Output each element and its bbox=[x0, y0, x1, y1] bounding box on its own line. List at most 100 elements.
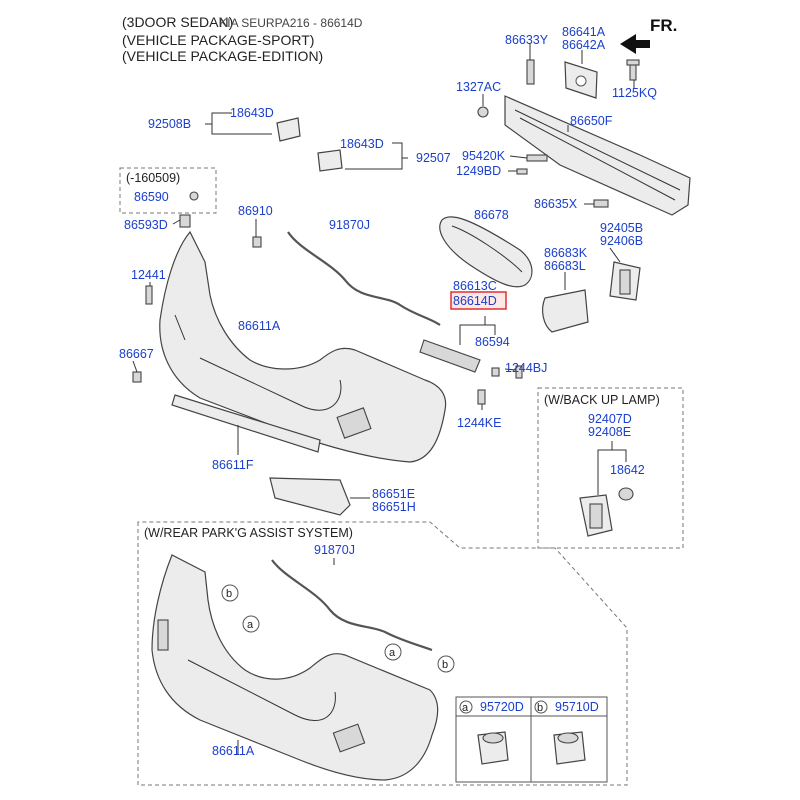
bolt-1249BD bbox=[516, 168, 528, 175]
part-number-18642: 18642 bbox=[610, 463, 645, 477]
marker-b-1: b bbox=[221, 584, 239, 602]
part-number-95710D: 95710D bbox=[555, 700, 599, 714]
bracket-86614D bbox=[419, 339, 481, 373]
part-number-86683K: 86683K bbox=[544, 246, 588, 260]
clip-86910 bbox=[252, 236, 262, 248]
svg-text:b: b bbox=[226, 588, 232, 600]
backup-lamp-box bbox=[537, 387, 684, 549]
bracket-92507 bbox=[317, 149, 343, 172]
bracket-86651E bbox=[269, 477, 351, 516]
part-number-86611A-a: 86611A bbox=[238, 319, 281, 333]
bolt-1244KE bbox=[477, 389, 486, 405]
part-number-92507: 92507 bbox=[416, 151, 451, 165]
wiring-harness-91870J bbox=[287, 231, 441, 326]
part-number-86635X: 86635X bbox=[534, 197, 578, 211]
bumper-absorber bbox=[504, 95, 691, 216]
part-number-86633Y: 86633Y bbox=[505, 33, 549, 47]
header-ref: KIA SEURPA216 - 86614D bbox=[219, 16, 363, 30]
part-number-86611F: 86611F bbox=[212, 458, 254, 472]
marker-b-2: b bbox=[437, 655, 455, 673]
bumper-cover-86611A bbox=[159, 230, 447, 463]
bolt-86590 bbox=[189, 191, 199, 201]
part-number-86651E: 86651E bbox=[372, 487, 415, 501]
reflector-86683K bbox=[542, 289, 589, 333]
svg-text:a: a bbox=[247, 619, 254, 631]
part-number-86910: 86910 bbox=[238, 204, 273, 218]
part-number-86594: 86594 bbox=[475, 335, 510, 349]
part-number-18643D-a: 18643D bbox=[230, 106, 274, 120]
bolt-86593D bbox=[179, 214, 191, 228]
part-number-86614D: 86614D bbox=[453, 294, 497, 308]
part-number-18643D-b: 18643D bbox=[340, 137, 384, 151]
part-number-92405B: 92405B bbox=[600, 221, 643, 235]
bolt-1125KQ bbox=[626, 59, 640, 81]
svg-text:b: b bbox=[537, 702, 543, 714]
header-line-3: (VEHICLE PACKAGE-EDITION) bbox=[122, 48, 324, 64]
screw-95420K bbox=[526, 154, 548, 162]
part-number-91870J-a: 91870J bbox=[329, 218, 370, 232]
leader-lines bbox=[132, 44, 635, 499]
park-assist-box bbox=[137, 521, 628, 786]
part-number-86593D: 86593D bbox=[124, 218, 168, 232]
part-number-92407D: 92407D bbox=[588, 412, 632, 426]
part-number-86667: 86667 bbox=[119, 347, 154, 361]
nut-1327AC bbox=[477, 106, 489, 118]
part-number-95720D: 95720D bbox=[480, 700, 524, 714]
part-number-86613C: 86613C bbox=[453, 279, 497, 293]
highlight-86614D bbox=[450, 291, 507, 310]
part-number-1249BD: 1249BD bbox=[456, 164, 501, 178]
front-label: FR. bbox=[650, 16, 677, 35]
svg-text:a: a bbox=[462, 702, 469, 714]
clip-86633Y bbox=[526, 59, 535, 85]
backup-lamp-leader bbox=[597, 441, 627, 495]
part-number-86683L: 86683L bbox=[544, 259, 586, 273]
svg-text:a: a bbox=[389, 647, 396, 659]
part-number-92508B: 92508B bbox=[148, 117, 191, 131]
bolt-12441 bbox=[145, 285, 153, 305]
backup-lamp-title: (W/BACK UP LAMP) bbox=[544, 393, 660, 407]
part-number-1327AC: 1327AC bbox=[456, 80, 501, 94]
bolt-1244BJ bbox=[515, 365, 523, 379]
sensor-box-95720D: a bbox=[455, 696, 532, 783]
front-direction-indicator: FR. bbox=[620, 16, 677, 54]
part-number-92406B: 92406B bbox=[600, 234, 643, 248]
bracket-86641A bbox=[564, 61, 598, 99]
part-number-86611A-b: 86611A bbox=[212, 744, 255, 758]
part-number-86642A: 86642A bbox=[562, 38, 606, 52]
marker-a-1: a bbox=[242, 615, 260, 633]
bracket-92508B bbox=[276, 117, 301, 142]
park-assist-title: (W/REAR PARK'G ASSIST SYSTEM) bbox=[144, 526, 353, 540]
date-range-box bbox=[119, 167, 217, 214]
part-number-12441: 12441 bbox=[131, 268, 166, 282]
lamp-92407D bbox=[579, 494, 613, 537]
part-number-91870J-b: 91870J bbox=[314, 543, 355, 557]
date-range-label: (-160509) bbox=[126, 171, 180, 185]
header-line-2: (VEHICLE PACKAGE-SPORT) bbox=[122, 32, 315, 48]
part-number-86590: 86590 bbox=[134, 190, 169, 204]
header-variant: (3DOOR SEDAN) bbox=[122, 14, 234, 30]
part-number-95420K: 95420K bbox=[462, 149, 506, 163]
part-number-1244BJ: 1244BJ bbox=[505, 361, 547, 375]
marker-a-2: a bbox=[384, 643, 402, 661]
svg-text:b: b bbox=[442, 659, 448, 671]
part-number-92408E: 92408E bbox=[588, 425, 631, 439]
diffuser-86611F bbox=[171, 394, 321, 453]
bulb-18642 bbox=[618, 487, 634, 501]
header-line-1: (3DOOR SEDAN)KIA SEURPA216 - 86614D bbox=[122, 13, 362, 32]
part-number-86651H: 86651H bbox=[372, 500, 416, 514]
garnish-86678 bbox=[439, 216, 533, 288]
part-number-1125KQ: 1125KQ bbox=[612, 86, 657, 100]
part-number-86641A: 86641A bbox=[562, 25, 606, 39]
sensor-box-95710D: b bbox=[530, 696, 608, 783]
part-number-1244KE: 1244KE bbox=[457, 416, 501, 430]
part-number-86650F: 86650F bbox=[570, 114, 613, 128]
clip-86667 bbox=[132, 371, 142, 383]
clip-86635X bbox=[593, 199, 609, 208]
front-arrow-icon bbox=[620, 34, 650, 54]
part-number-86678: 86678 bbox=[474, 208, 509, 222]
wiring-harness-91870J-sensor bbox=[271, 559, 433, 652]
lamp-92405B bbox=[609, 261, 641, 301]
clip-86594 bbox=[491, 367, 500, 377]
bumper-cover-86611A-sensor bbox=[151, 554, 439, 781]
